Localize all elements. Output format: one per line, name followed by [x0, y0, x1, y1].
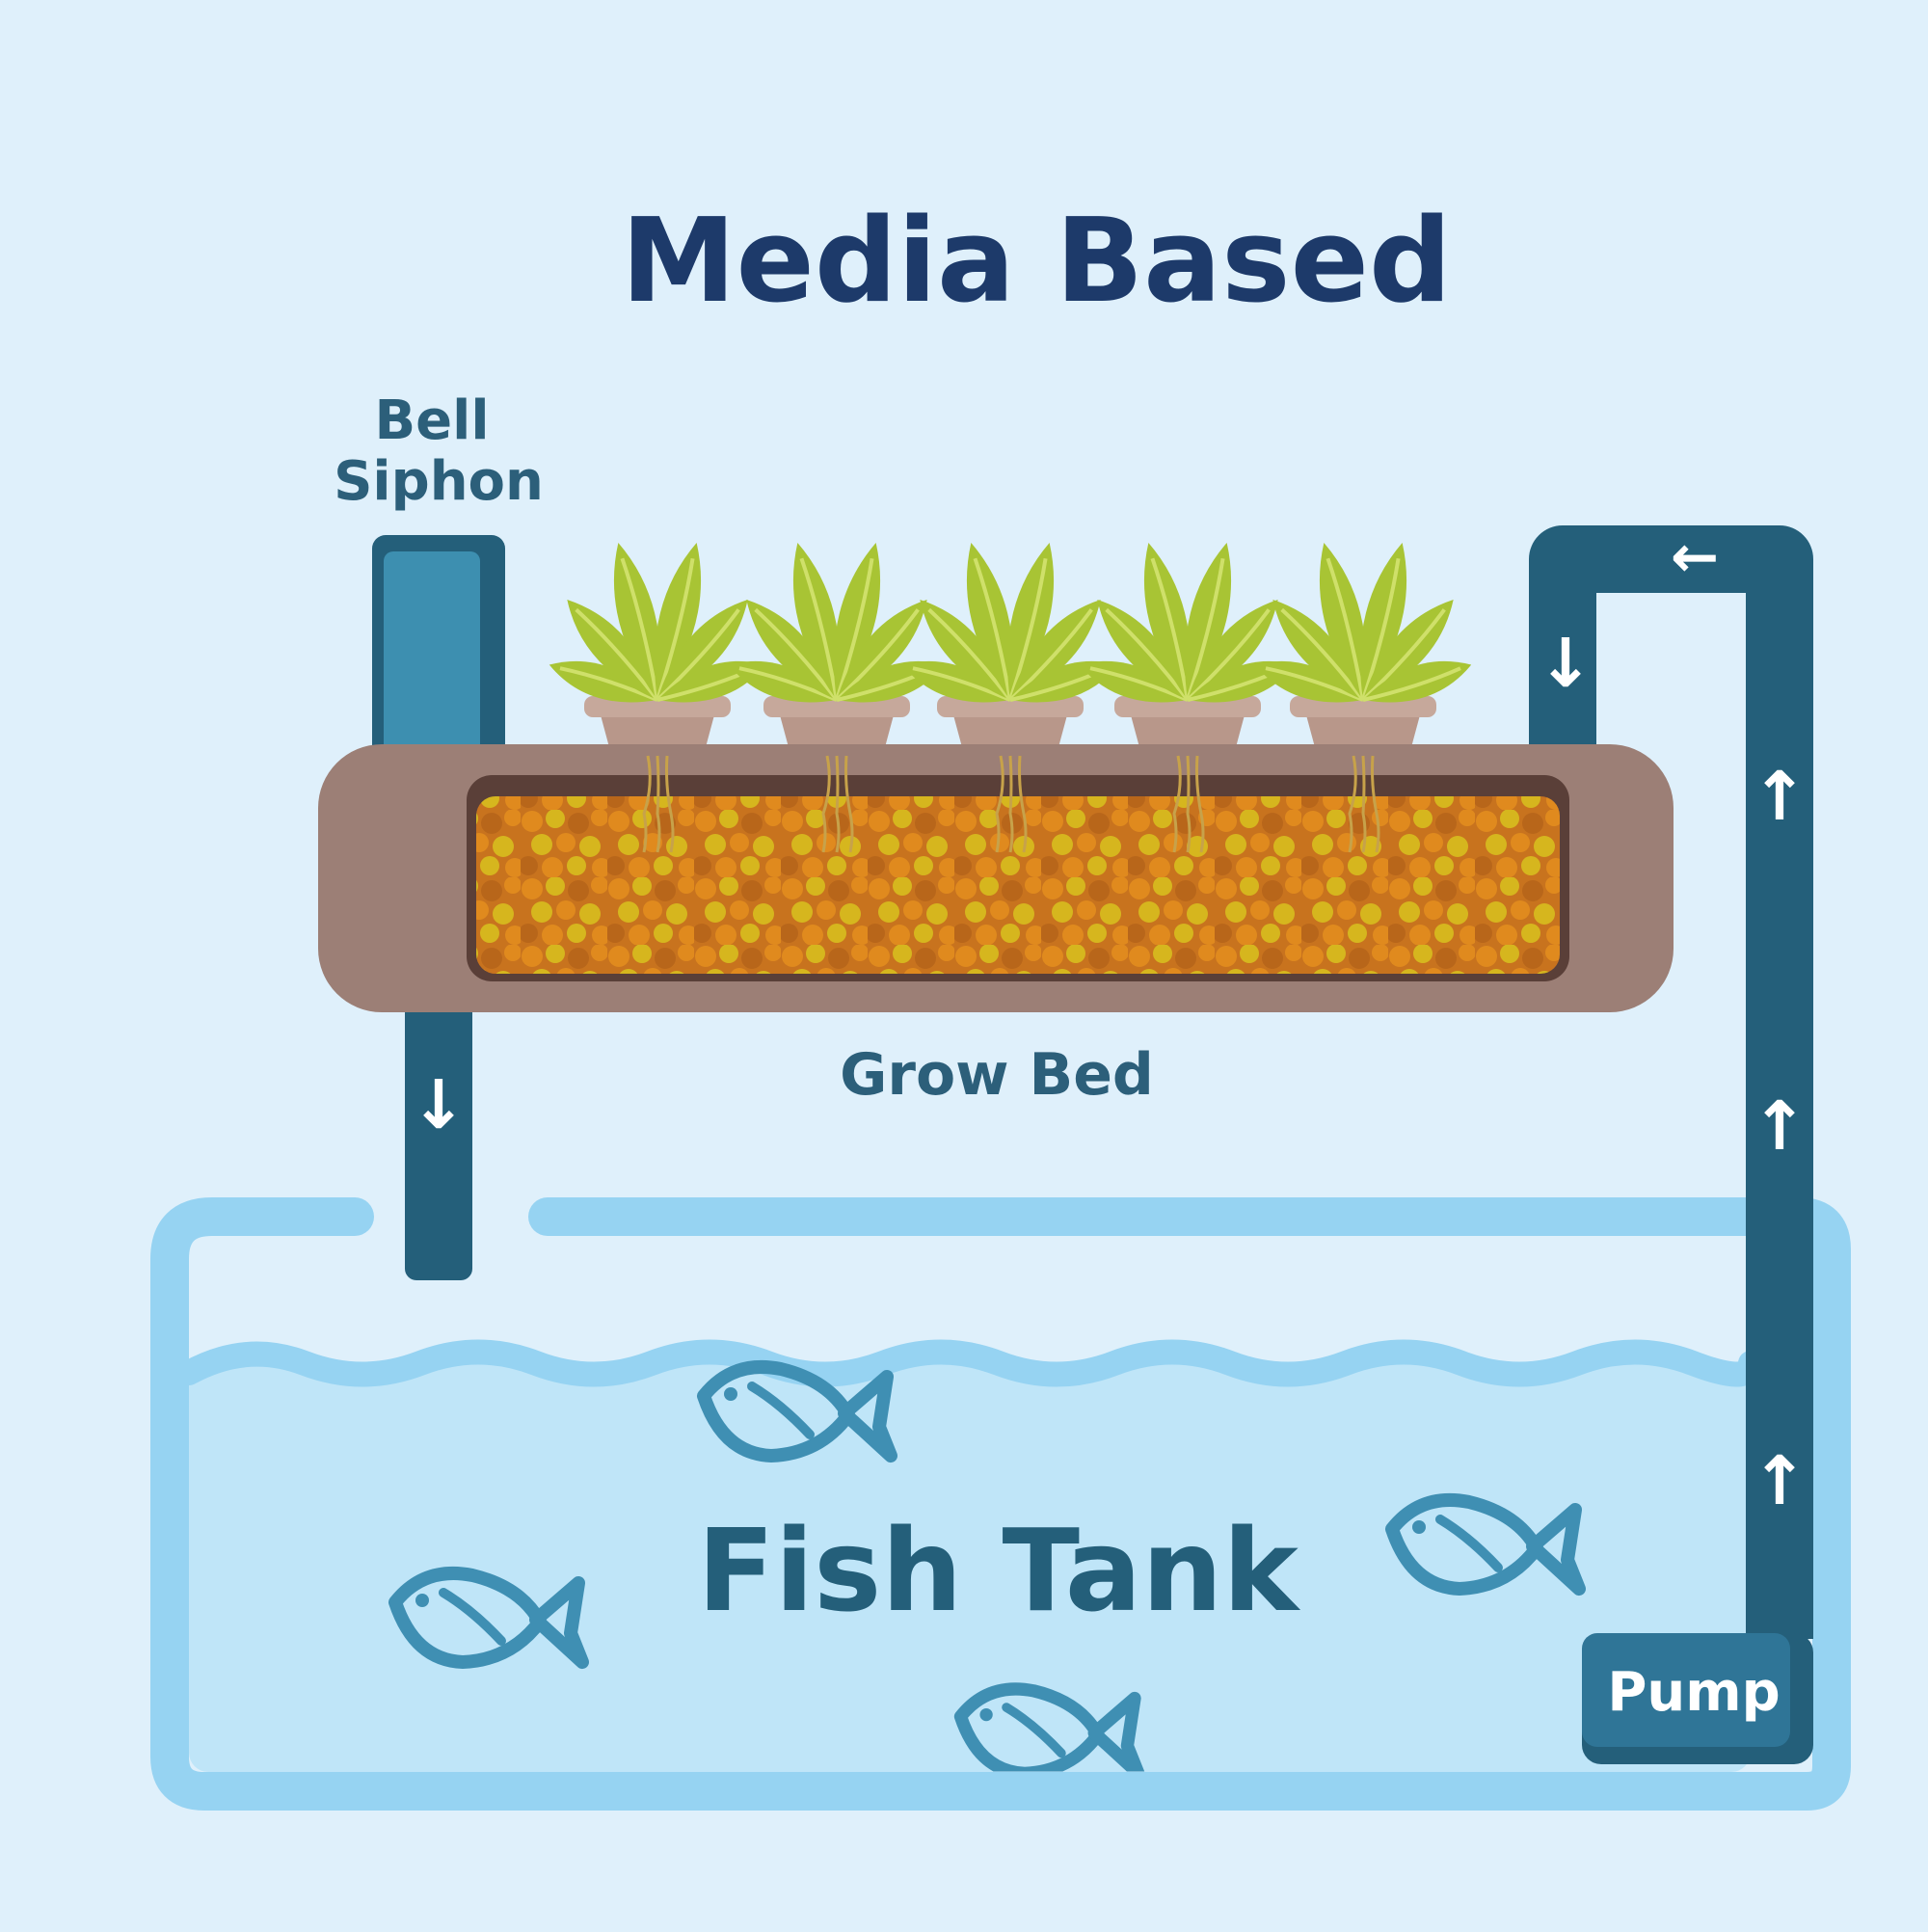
- grow-bed-label: Grow Bed: [840, 1041, 1154, 1109]
- fish-icon: [697, 1359, 897, 1462]
- water-surface-wave: [176, 1339, 1763, 1387]
- bell-siphon: ↓: [372, 535, 505, 1280]
- bell-siphon-inner: [384, 551, 480, 765]
- plant: [549, 542, 766, 703]
- pump-panel: [1582, 1633, 1790, 1747]
- flow-arrow-up-icon: ↑: [1752, 1087, 1808, 1166]
- plant-roots: [995, 755, 1028, 853]
- diagram-title: Media Based: [621, 195, 1452, 329]
- bell-siphon-label-line1: Bell: [374, 389, 489, 452]
- pump-label: Pump: [1607, 1661, 1780, 1724]
- plant-group: [549, 542, 1472, 703]
- flow-arrow-down-icon: ↓: [411, 1065, 468, 1144]
- tank-water: [189, 1355, 1751, 1772]
- plant-roots: [1348, 755, 1380, 853]
- plant-roots: [821, 755, 854, 853]
- flow-arrow-up-icon: ↑: [1752, 757, 1808, 836]
- flow-arrow-up-icon: ↑: [1752, 1441, 1808, 1520]
- plant: [901, 542, 1119, 703]
- plant-roots: [642, 755, 675, 853]
- plant: [728, 542, 946, 703]
- flow-arrow-down-icon: ↓: [1538, 624, 1594, 703]
- fish-tank-label: Fish Tank: [697, 1504, 1300, 1637]
- drain-pipe: [405, 993, 472, 1280]
- fish-tank-outline: [150, 1197, 1851, 1811]
- bell-siphon-label-line2: Siphon: [334, 450, 544, 513]
- plant: [1254, 542, 1472, 703]
- fish-icon: [1385, 1492, 1586, 1596]
- plant: [1079, 542, 1297, 703]
- root-group: [642, 755, 1380, 853]
- fish-icon: [953, 1682, 1145, 1772]
- grow-media: [476, 796, 1560, 974]
- flow-arrow-left-icon: ←: [1671, 523, 1719, 591]
- return-pipe-body: [1529, 525, 1813, 1639]
- grow-bed: [318, 744, 1674, 1012]
- fish-icon: [388, 1566, 589, 1669]
- return-pipe: ← ↓ ↑ ↑ ↑: [1529, 523, 1813, 1639]
- fish-group: [388, 1359, 1586, 1772]
- plant-roots: [1172, 755, 1205, 853]
- fish-tank: [150, 1197, 1851, 1811]
- pump: Pump: [1582, 1633, 1813, 1764]
